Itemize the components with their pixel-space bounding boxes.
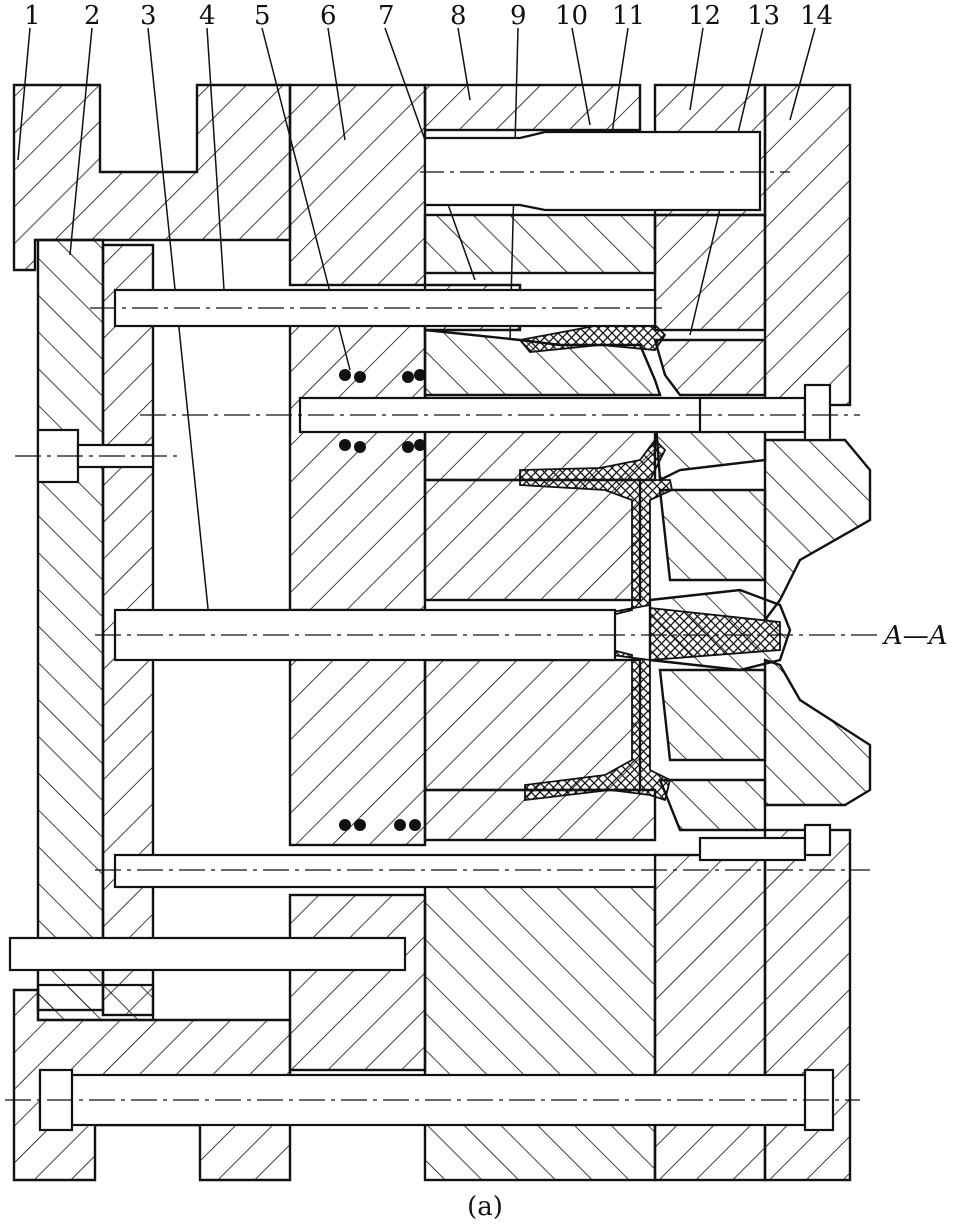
part-label-4: 4 bbox=[199, 1, 216, 31]
part-number-labels: 1 2 3 4 5 6 7 8 9 10 11 12 13 14 bbox=[24, 1, 833, 31]
part-label-12: 12 bbox=[688, 1, 721, 31]
part-label-3: 3 bbox=[140, 1, 157, 31]
locating-ring bbox=[763, 438, 872, 807]
part-label-2: 2 bbox=[84, 1, 101, 31]
part-label-6: 6 bbox=[320, 1, 337, 31]
part-label-10: 10 bbox=[555, 1, 588, 31]
spring-coils bbox=[339, 369, 426, 831]
part-label-9: 9 bbox=[510, 1, 527, 31]
part-label-11: 11 bbox=[612, 1, 645, 31]
center-lines bbox=[5, 307, 880, 1101]
part-label-8: 8 bbox=[450, 1, 467, 31]
part-label-14: 14 bbox=[800, 1, 833, 31]
part-label-5: 5 bbox=[254, 1, 271, 31]
part-label-13: 13 bbox=[747, 1, 780, 31]
part-label-7: 7 bbox=[378, 1, 395, 31]
figure-caption: (a) bbox=[467, 1192, 503, 1222]
part-11-guide-pillar bbox=[420, 130, 790, 212]
section-label-a-a: A—A bbox=[882, 621, 948, 651]
part-9-cavity-plate bbox=[423, 213, 767, 397]
part-13-insert bbox=[653, 338, 767, 397]
part-label-1: 1 bbox=[24, 1, 41, 31]
part-6-support-plate bbox=[288, 83, 427, 1072]
bottom-plates bbox=[12, 853, 767, 1182]
